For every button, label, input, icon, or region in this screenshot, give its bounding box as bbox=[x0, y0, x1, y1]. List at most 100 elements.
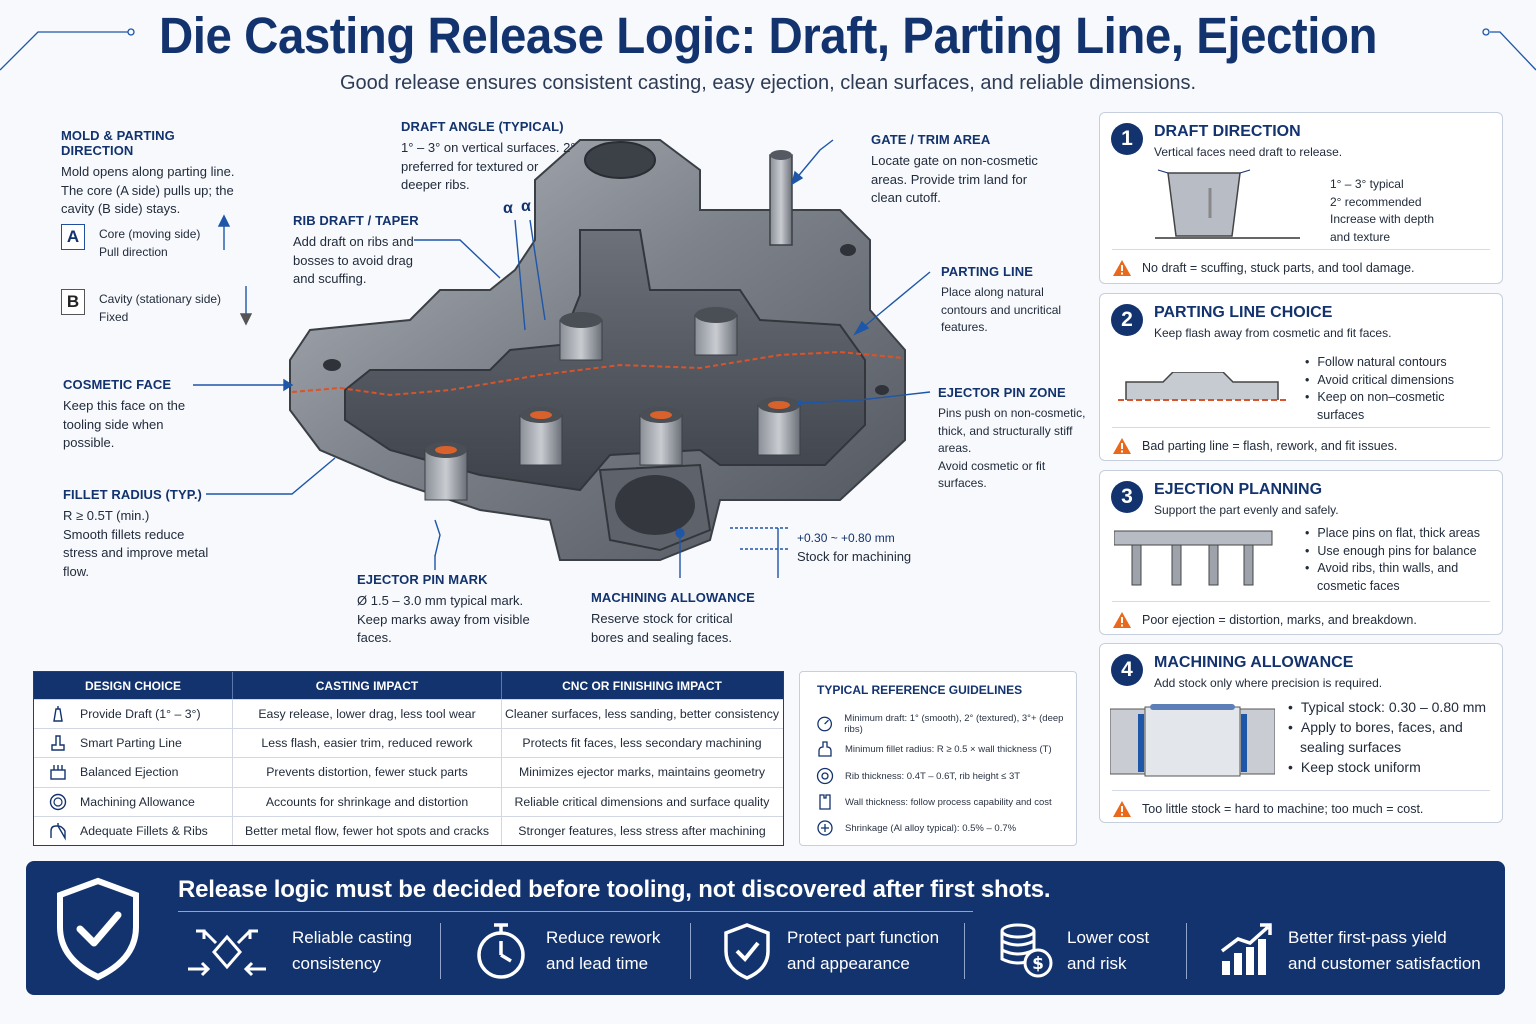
callout-title: MACHINING ALLOWANCE bbox=[591, 590, 755, 605]
bullet: Typical stock: 0.30 – 0.80 mm bbox=[1288, 697, 1493, 717]
bullet: Avoid critical dimensions bbox=[1305, 372, 1465, 390]
reference-text: Minimum fillet radius: R ≥ 0.5 × wall th… bbox=[845, 743, 1052, 755]
callout-title: RIB DRAFT / TAPER bbox=[293, 213, 419, 228]
warning-text: Poor ejection = distortion, marks, and b… bbox=[1142, 613, 1417, 627]
callout-title: FILLET RADIUS (TYP.) bbox=[63, 487, 202, 502]
page-subtitle: Good release ensures consistent casting,… bbox=[339, 72, 1197, 94]
banner-separator bbox=[1186, 923, 1187, 979]
card-ejection-planning: 3 EJECTION PLANNING Support the part eve… bbox=[1099, 470, 1503, 635]
draft-note: 2° recommended bbox=[1330, 194, 1422, 209]
reference-text: Shrinkage (Al alloy typical): 0.5% – 0.7… bbox=[845, 822, 1017, 834]
bullet: Apply to bores, faces, and sealing surfa… bbox=[1288, 717, 1493, 757]
alpha-label-2: α bbox=[521, 198, 531, 215]
draft-notes: 1° – 3° typical 2° recommended Increase … bbox=[1330, 176, 1434, 246]
card-warning: No draft = scuffing, stuck parts, and to… bbox=[1112, 249, 1490, 277]
draft-note: and texture bbox=[1330, 229, 1391, 244]
cell-cnc: Stronger features, less stress after mac… bbox=[518, 823, 766, 838]
callout-text: Keep this face on the tooling side when … bbox=[63, 398, 186, 450]
cell-cnc: Reliable critical dimensions and surface… bbox=[514, 794, 770, 809]
callout-parting-line: PARTING LINE Place along natural contour… bbox=[941, 264, 1081, 337]
machining-bullets: Typical stock: 0.30 – 0.80 mm Apply to b… bbox=[1288, 697, 1493, 777]
callout-fillet-radius: FILLET RADIUS (TYP.) R ≥ 0.5T (min.) Smo… bbox=[63, 487, 213, 581]
banner-separator bbox=[964, 923, 965, 979]
callout-text: Mold opens along parting line. The core … bbox=[61, 164, 235, 216]
cell-casting: Better metal flow, fewer hot spots and c… bbox=[233, 816, 502, 845]
callout-title: EJECTOR PIN MARK bbox=[357, 572, 488, 587]
card-warning: Bad parting line = flash, rework, and fi… bbox=[1112, 427, 1490, 455]
card-title: DRAFT DIRECTION bbox=[1154, 123, 1301, 140]
card-warning: Too little stock = hard to machine; too … bbox=[1112, 790, 1490, 818]
shield-check-icon bbox=[724, 923, 770, 980]
warning-icon bbox=[1113, 612, 1131, 628]
draft-gauge-icon bbox=[817, 716, 833, 732]
callout-title: DRAFT ANGLE (TYPICAL) bbox=[401, 119, 564, 134]
table-row: Balanced Ejection Prevents distortion, f… bbox=[34, 757, 783, 787]
b-side-badge: B bbox=[61, 289, 85, 315]
callout-line1: Ø 1.5 – 3.0 mm typical mark. bbox=[357, 593, 524, 608]
banner-item-line1: Lower cost bbox=[1067, 928, 1150, 947]
banner-item-line2: and customer satisfaction bbox=[1288, 954, 1481, 973]
callout-b-side: Cavity (stationary side) Fixed bbox=[99, 291, 221, 326]
banner-item-line2: consistency bbox=[292, 954, 381, 973]
banner-item-line2: and lead time bbox=[546, 954, 649, 973]
parting-bullets: Follow natural contours Avoid critical d… bbox=[1305, 354, 1465, 424]
coins-icon: $ bbox=[1000, 923, 1053, 978]
reference-item: Wall thickness: follow process capabilit… bbox=[815, 792, 1052, 812]
warning-icon bbox=[1113, 801, 1131, 817]
banner-title: Release logic must be decided before too… bbox=[178, 876, 1051, 903]
callout-stock: +0.30 ~ +0.80 mm Stock for machining bbox=[797, 530, 911, 566]
callout-ejector-mark: EJECTOR PIN MARK Ø 1.5 – 3.0 mm typical … bbox=[357, 572, 537, 648]
draft-icon bbox=[53, 706, 63, 722]
stock-value: +0.30 ~ +0.80 mm bbox=[797, 531, 895, 545]
reference-item: Minimum draft: 1° (smooth), 2° (textured… bbox=[815, 713, 1076, 735]
shield-check-large-icon bbox=[57, 877, 139, 981]
reference-text: Wall thickness: follow process capabilit… bbox=[845, 796, 1052, 808]
callout-title: GATE / TRIM AREA bbox=[871, 132, 991, 147]
card-subtitle: Vertical faces need draft to release. bbox=[1154, 145, 1343, 159]
reference-guidelines: TYPICAL REFERENCE GUIDELINES Minimum dra… bbox=[799, 671, 1077, 846]
callout-text: Locate gate on non-cosmetic areas. Provi… bbox=[871, 153, 1038, 205]
a-side-line1: Core (moving side) bbox=[99, 227, 201, 241]
fillet-radius-icon bbox=[818, 741, 832, 757]
card-title: PARTING LINE CHOICE bbox=[1154, 304, 1333, 321]
header-decoration bbox=[0, 28, 1536, 71]
bullet: Keep stock uniform bbox=[1288, 757, 1493, 777]
card-number: 3 bbox=[1111, 481, 1143, 513]
cell-casting: Less flash, easier trim, reduced rework bbox=[233, 729, 502, 758]
cell-choice: Adequate Fillets & Ribs bbox=[80, 823, 208, 838]
design-impact-table: DESIGN CHOICE CASTING IMPACT CNC OR FINI… bbox=[33, 671, 784, 846]
banner-item-line1: Protect part function bbox=[787, 928, 940, 947]
cell-choice: Balanced Ejection bbox=[80, 765, 179, 780]
warning-text: Bad parting line = flash, rework, and fi… bbox=[1142, 439, 1398, 453]
fillet-icon bbox=[50, 822, 66, 841]
summary-banner: Release logic must be decided before too… bbox=[26, 861, 1505, 995]
callout-mold-direction: MOLD & PARTING DIRECTION Mold opens alon… bbox=[61, 128, 241, 219]
bullet: Keep on non–cosmetic surfaces bbox=[1305, 389, 1465, 424]
callout-a-side: Core (moving side) Pull direction bbox=[99, 226, 200, 261]
svg-text:$: $ bbox=[1032, 954, 1044, 974]
draft-note: Increase with depth bbox=[1330, 212, 1435, 226]
cell-cnc: Protects fit faces, less secondary machi… bbox=[522, 736, 762, 751]
shrinkage-icon bbox=[817, 820, 833, 836]
reference-text: Rib thickness: 0.4T – 0.6T, rib height ≤… bbox=[845, 770, 1021, 782]
callout-draft-angle: DRAFT ANGLE (TYPICAL) 1° – 3° on vertica… bbox=[401, 119, 581, 195]
callout-title: EJECTOR PIN ZONE bbox=[938, 385, 1066, 400]
cell-casting: Easy release, lower drag, less tool wear bbox=[233, 700, 502, 729]
cell-cnc: Cleaner surfaces, less sanding, better c… bbox=[504, 707, 780, 722]
warning-icon bbox=[1113, 438, 1131, 454]
card-number: 2 bbox=[1111, 304, 1143, 336]
reference-item: Minimum fillet radius: R ≥ 0.5 × wall th… bbox=[815, 739, 1052, 759]
callout-text: Smooth fillets reduce stress and improve… bbox=[63, 526, 209, 579]
warning-icon bbox=[1113, 260, 1131, 276]
banner-separator bbox=[440, 923, 441, 979]
bullet: Place pins on flat, thick areas bbox=[1305, 525, 1495, 543]
cell-choice: Provide Draft (1° – 3°) bbox=[80, 707, 201, 722]
draft-note: 1° – 3° typical bbox=[1330, 177, 1404, 191]
card-title: EJECTION PLANNING bbox=[1154, 481, 1323, 498]
parting-line-icon bbox=[51, 735, 65, 751]
callout-text2: Avoid cosmetic or fit surfaces. bbox=[938, 458, 1046, 491]
ejector-pins-diagram bbox=[1114, 530, 1273, 586]
